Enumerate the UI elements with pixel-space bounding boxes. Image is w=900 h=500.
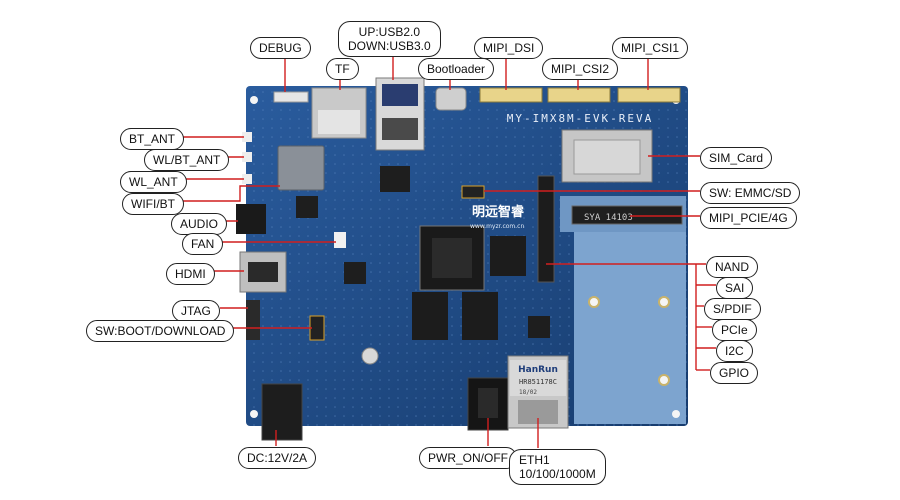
wifi-bt-module xyxy=(277,145,325,191)
label-mipi-pcie: MIPI_PCIE/4G xyxy=(700,207,797,229)
brand-url: www.myzr.com.cn xyxy=(470,223,524,230)
mini-pcie-slot xyxy=(571,205,683,225)
ethernet-jack-brand: HanRun xyxy=(518,365,558,375)
label-mipi-dsi: MIPI_DSI xyxy=(474,37,544,59)
audio-jack xyxy=(236,204,266,234)
emmc-chip xyxy=(490,236,526,276)
wl-bt-ant-connector xyxy=(242,152,252,162)
ic-chip xyxy=(528,316,550,338)
ddr-chip xyxy=(412,292,448,340)
expansion-area xyxy=(574,230,686,424)
label-fan: FAN xyxy=(182,233,224,255)
expansion-header xyxy=(537,175,555,283)
label-usb: UP:USB2.0 DOWN:USB3.0 xyxy=(338,21,441,57)
brand-logo: 明远智睿 xyxy=(472,204,525,220)
label-wl-ant: WL_ANT xyxy=(120,171,187,193)
module-marking: SYA 14103 xyxy=(584,213,633,223)
label-hdmi: HDMI xyxy=(166,263,215,285)
sim-card-inner xyxy=(573,139,641,175)
emmc-sd-switch xyxy=(461,185,485,199)
bootloader-port xyxy=(435,87,467,111)
power-switch-button xyxy=(478,388,498,418)
leader-lines xyxy=(180,52,716,448)
hdmi-port xyxy=(248,262,278,282)
label-sw-emmc: SW: EMMC/SD xyxy=(700,182,801,204)
label-eth-line1: ETH1 xyxy=(519,453,550,467)
mounting-hole xyxy=(250,96,258,104)
ethernet-jack-code: 18/02 xyxy=(519,389,537,396)
label-usb-line1: UP:USB2.0 xyxy=(358,25,421,39)
silkscreen-model: MY-IMX8M-EVK-REVA xyxy=(507,112,654,125)
label-sai: SAI xyxy=(716,277,754,299)
label-usb-line2: DOWN:USB3.0 xyxy=(348,39,431,53)
jtag-header xyxy=(246,300,260,340)
capacitor xyxy=(361,347,379,365)
label-nand: NAND xyxy=(706,256,759,278)
ddr-chip xyxy=(462,292,498,340)
wl-ant-connector xyxy=(242,174,252,184)
pmic-chip xyxy=(380,166,410,192)
label-tf: TF xyxy=(326,58,359,80)
soc-chip-inner xyxy=(432,238,472,278)
ethernet-jack-part: HR851178C xyxy=(519,378,557,386)
label-eth-line2: 10/100/1000M xyxy=(519,467,596,481)
mipi-dsi-connector xyxy=(479,87,543,103)
label-debug: DEBUG xyxy=(250,37,311,59)
label-i2c: I2C xyxy=(716,340,753,362)
mipi-csi2-connector xyxy=(547,87,611,103)
label-dc: DC:12V/2A xyxy=(238,447,317,469)
mounting-hole xyxy=(250,410,258,418)
label-mipi-csi2: MIPI_CSI2 xyxy=(542,58,619,80)
fan-connector xyxy=(334,232,346,248)
label-pwr: PWR_ON/OFF xyxy=(419,447,517,469)
usb-port-lower xyxy=(382,118,418,140)
label-sw-boot: SW:BOOT/DOWNLOAD xyxy=(86,320,235,342)
mounting-hole xyxy=(658,296,670,308)
mipi-csi1-connector xyxy=(617,87,681,103)
dc-jack xyxy=(261,383,303,441)
label-sim-card: SIM_Card xyxy=(700,147,773,169)
ic-chip xyxy=(344,262,366,284)
label-audio: AUDIO xyxy=(171,213,228,235)
label-spdif: S/PDIF xyxy=(704,298,761,320)
label-wl-bt-ant: WL/BT_ANT xyxy=(144,149,230,171)
label-jtag: JTAG xyxy=(172,300,220,322)
label-pcie: PCIe xyxy=(712,319,757,341)
label-mipi-csi1: MIPI_CSI1 xyxy=(612,37,689,59)
ethernet-jack-label xyxy=(510,360,566,396)
boot-switch xyxy=(309,315,325,341)
tf-slot-inner xyxy=(318,110,360,134)
label-wifi-bt: WIFI/BT xyxy=(122,193,184,215)
label-bt-ant: BT_ANT xyxy=(120,128,185,150)
debug-connector xyxy=(273,91,309,103)
label-bootloader: Bootloader xyxy=(418,58,495,80)
leader-wifi-bt xyxy=(182,185,280,202)
label-eth: ETH1 10/100/1000M xyxy=(509,449,606,485)
bt-ant-connector xyxy=(242,132,252,142)
label-gpio: GPIO xyxy=(710,362,759,384)
usb-port-upper xyxy=(382,84,418,106)
mounting-hole xyxy=(588,296,600,308)
mounting-hole xyxy=(658,374,670,386)
ic-chip xyxy=(296,196,318,218)
mounting-hole xyxy=(672,410,680,418)
